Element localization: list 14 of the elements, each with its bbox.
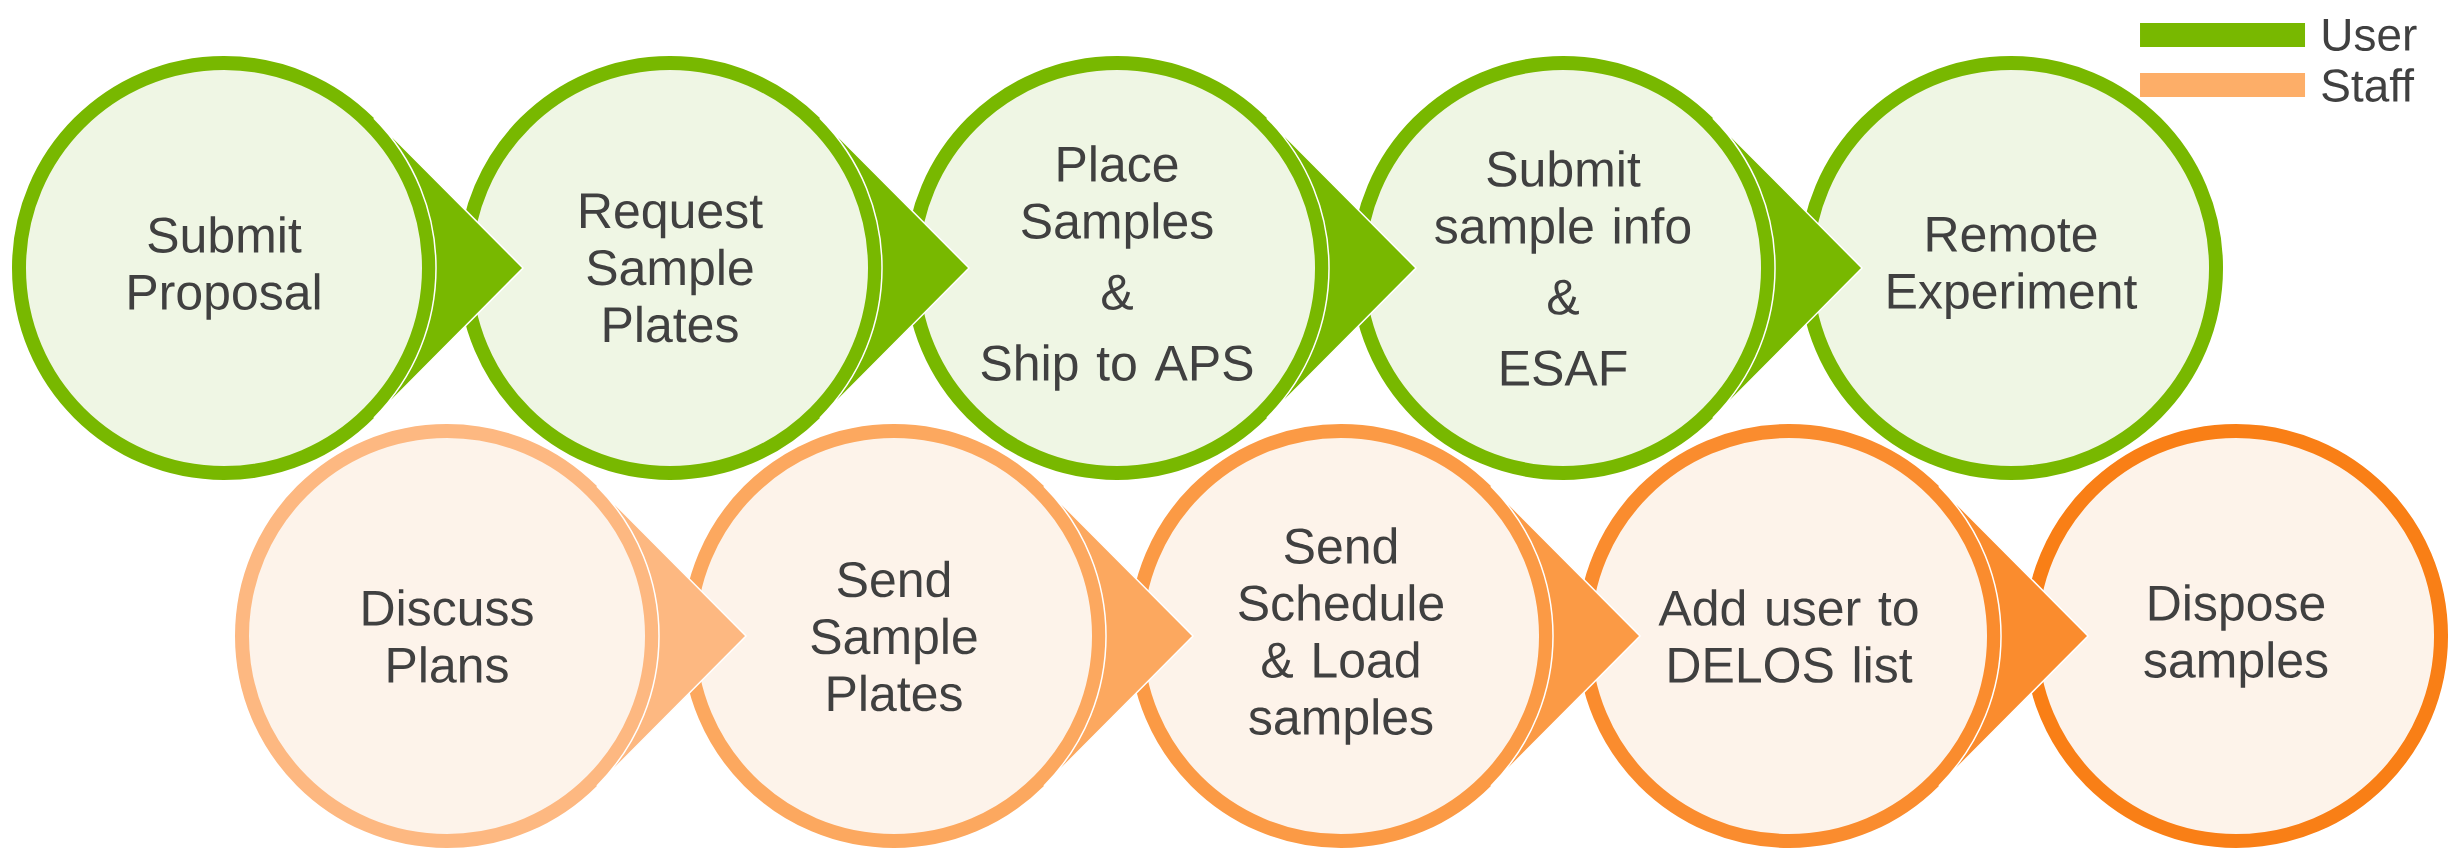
pointer-arrow [1490,485,1641,787]
circle-step: Discuss Plans [235,424,659,848]
pointer-arrow [1043,485,1194,787]
pointer-arrow [1938,485,2089,787]
pointer-arrow [819,117,970,419]
pointer-arrow [596,485,747,787]
circle-step: Submit Proposal [12,56,436,480]
pointer-arrow [1266,117,1417,419]
circle-step: Place Samples & Ship to APS [905,56,1329,480]
circle-step: Submit sample info & ESAF [1351,56,1775,480]
legend-label: Staff [2322,68,2415,102]
legend-label: User [2323,18,2417,52]
pointer-arrow [1712,117,1863,419]
pointer-arrow [373,117,524,419]
